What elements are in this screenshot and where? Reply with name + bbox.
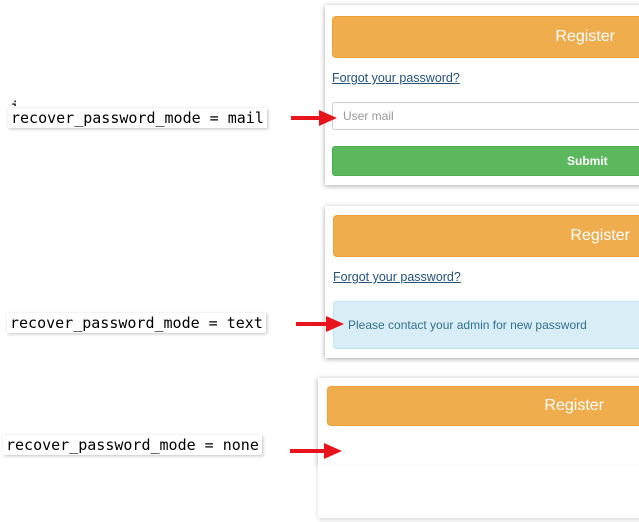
admin-contact-message: Please contact your admin for new passwo… [333,301,639,349]
register-button[interactable]: Register [332,16,639,58]
recover-panel-none: Register [318,378,639,466]
cut-off-text-fragment: j _ [10,98,70,106]
recover-panel-text: Register Forgot your password? Please co… [325,206,639,358]
register-button[interactable]: Register [327,386,639,426]
arrow-right-icon [290,443,342,459]
register-button[interactable]: Register [333,215,639,257]
panel-bottom-area [318,466,639,518]
submit-button-label: Submit [567,154,608,168]
register-button-label: Register [544,397,604,414]
arrow-right-icon [296,316,344,332]
forgot-password-link[interactable]: Forgot your password? [332,71,460,85]
register-button-label: Register [555,28,615,45]
user-mail-input[interactable] [332,102,639,130]
mode-label-text: recover_password_mode = text [7,313,266,333]
register-button-label: Register [570,227,630,244]
mode-label-none: recover_password_mode = none [3,435,262,455]
submit-button[interactable]: Submit [332,146,639,176]
recover-panel-mail: Register Forgot your password? Submit [325,5,639,185]
mode-label-mail: recover_password_mode = mail [8,108,267,128]
forgot-password-link[interactable]: Forgot your password? [333,270,461,284]
info-message-text: Please contact your admin for new passwo… [348,318,587,332]
arrow-right-icon [291,110,337,126]
